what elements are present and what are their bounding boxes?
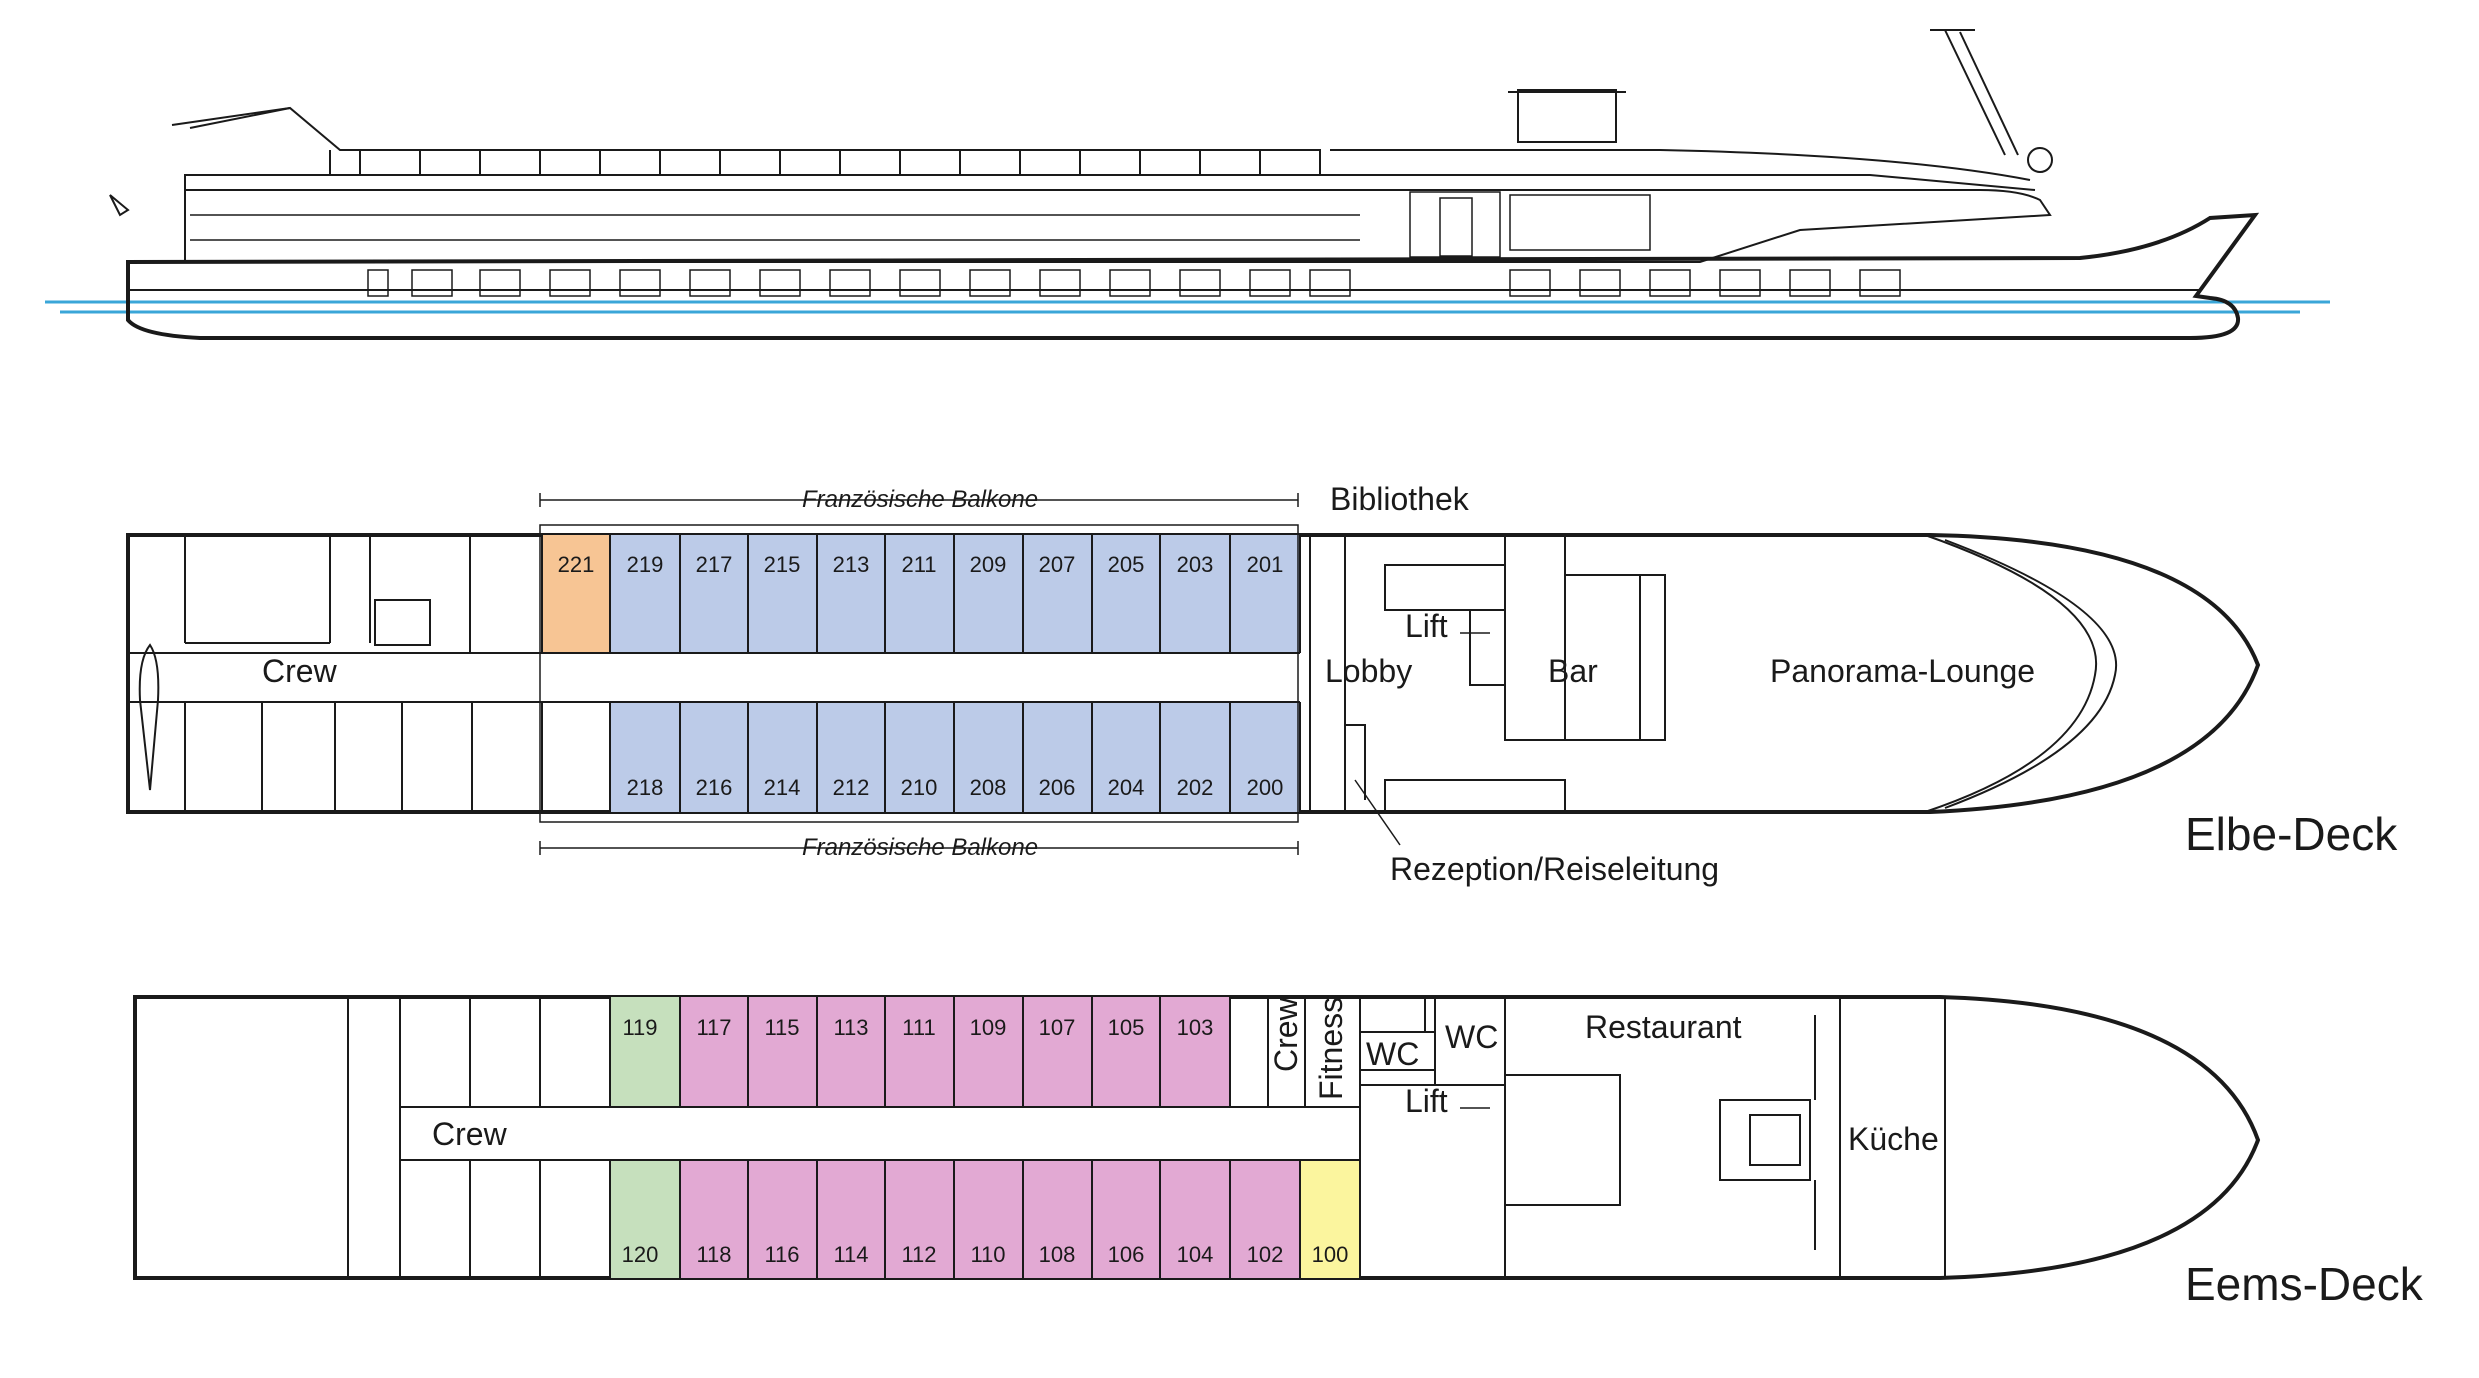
deck-name-elbe: Elbe-Deck [2185, 808, 2398, 860]
label-crew-vertical: Crew [1268, 996, 1304, 1072]
cabin-number: 203 [1177, 552, 1214, 577]
cabin-number: 105 [1108, 1015, 1145, 1040]
label-restaurant: Restaurant [1585, 1009, 1742, 1045]
cabin-number: 116 [764, 1242, 799, 1267]
label-wc-1: WC [1366, 1036, 1419, 1072]
cabin-number: 202 [1177, 775, 1214, 800]
bow-shade [171, 107, 291, 126]
cabin-number: 106 [1108, 1242, 1145, 1267]
cabin-number: 201 [1247, 552, 1284, 577]
elbe-deck-plan: Französische Balkone Französische Balkon… [126, 481, 2398, 887]
cabin-number: 107 [1039, 1015, 1076, 1040]
eems-public-areas [1359, 996, 1946, 1278]
sun-deck-roof [1330, 149, 2031, 181]
elbe-crew-rooms [138, 535, 473, 812]
cabin-120-fill [610, 1160, 680, 1278]
deck-name-eems: Eems-Deck [2185, 1258, 2424, 1310]
cabin-number: 215 [764, 552, 801, 577]
cabin-number: 102 [1247, 1242, 1284, 1267]
cabin-number: 200 [1247, 775, 1284, 800]
label-crew-eems: Crew [432, 1116, 508, 1152]
cabin-number: 114 [833, 1242, 868, 1267]
upper-windows [190, 191, 1651, 258]
cabin-number: 103 [1177, 1015, 1214, 1040]
flag [109, 194, 130, 217]
elbe-public-areas [1309, 534, 2118, 813]
elbe-hull-outline [126, 533, 2261, 814]
superstructure [184, 189, 2052, 263]
balcony-brackets [539, 493, 1299, 855]
eems-bottom-cabins-fill [680, 1160, 1300, 1278]
elbe-cabin-dividers [541, 535, 1301, 812]
ship-side-view [45, 29, 2330, 340]
hull [126, 212, 2260, 340]
balcony-label-top: Französische Balkone [802, 486, 1038, 513]
cabin-number: 217 [696, 552, 733, 577]
radar-dome [2027, 147, 2053, 173]
cabin-number: 211 [901, 552, 936, 577]
mast [1944, 29, 2019, 156]
cabin-number: 212 [833, 775, 870, 800]
cabin-number: 206 [1039, 775, 1076, 800]
eems-hull-outline [133, 995, 2261, 1280]
label-bar: Bar [1548, 653, 1598, 689]
cabin-number: 216 [696, 775, 733, 800]
label-lobby: Lobby [1325, 653, 1412, 689]
label-wc-2: WC [1445, 1019, 1498, 1055]
label-rezeption: Rezeption/Reiseleitung [1390, 851, 1719, 887]
cabin-number: 109 [970, 1015, 1007, 1040]
cabin-100-fill [1300, 1160, 1360, 1278]
cabin-number: 213 [833, 552, 870, 577]
elbe-top-cabin-numbers: 221 219 217 215 213 211 209 207 205 203 … [558, 552, 1284, 577]
cabin-number: 115 [764, 1015, 799, 1040]
cabin-number: 118 [696, 1242, 731, 1267]
cabin-number: 210 [901, 775, 938, 800]
cabin-number: 113 [833, 1015, 868, 1040]
elbe-bottom-cabin-numbers: 218 216 214 212 210 208 206 204 202 200 [627, 775, 1284, 800]
cabin-number: 100 [1312, 1242, 1349, 1267]
cabin-119-fill [610, 997, 680, 1107]
cabin-number: 110 [970, 1242, 1005, 1267]
cabin-number: 218 [627, 775, 664, 800]
label-lift-eems: Lift [1405, 1083, 1448, 1119]
cabin-number: 112 [901, 1242, 936, 1267]
label-kueche: Küche [1848, 1121, 1939, 1157]
cabin-number: 108 [1039, 1242, 1076, 1267]
cabin-number: 219 [627, 552, 664, 577]
cabin-number: 209 [970, 552, 1007, 577]
cabin-number: 104 [1177, 1242, 1214, 1267]
cabin-number: 205 [1108, 552, 1145, 577]
label-bibliothek: Bibliothek [1330, 481, 1470, 517]
portholes [367, 269, 1901, 297]
cabin-number: 207 [1039, 552, 1076, 577]
eems-deck-plan: 119 117 115 113 111 109 107 105 103 120 … [133, 995, 2424, 1310]
cabin-number: 117 [696, 1015, 731, 1040]
balcony-label-bottom: Französische Balkone [802, 834, 1038, 861]
wheelhouse [1517, 89, 1617, 143]
sun-deck-rail-posts [329, 150, 1261, 175]
upper-rail [184, 174, 2036, 191]
cabin-number: 214 [764, 775, 801, 800]
cabin-number: 204 [1108, 775, 1145, 800]
label-lift-elbe: Lift [1405, 608, 1448, 644]
cabin-number: 119 [622, 1015, 657, 1040]
cabin-number: 208 [970, 775, 1007, 800]
cabin-number: 120 [622, 1242, 659, 1267]
cabin-number: 111 [902, 1015, 935, 1040]
cabin-221-fill [542, 535, 610, 653]
sun-deck-front [189, 106, 1321, 175]
label-fitness: Fitness [1313, 997, 1349, 1100]
cabin-number: 221 [558, 552, 595, 577]
label-crew-elbe: Crew [262, 653, 338, 689]
label-panorama-lounge: Panorama-Lounge [1770, 653, 2035, 689]
